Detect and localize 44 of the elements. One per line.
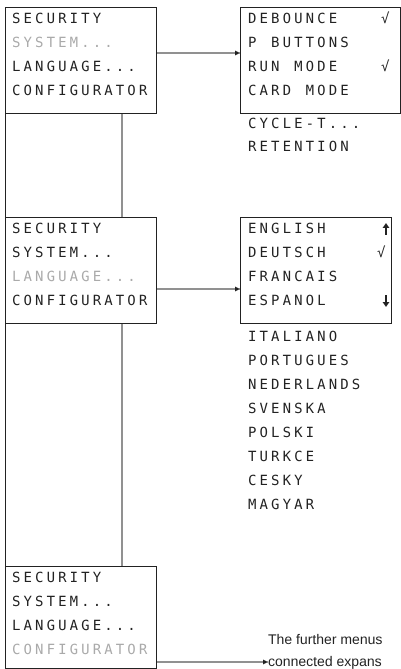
menu-item: LANGUAGE... [12,270,139,284]
check-mark: √ [381,60,393,74]
display-screen [5,7,157,114]
menu-item: CONFIGURATOR [12,643,150,657]
menu-item: SVENSKA [248,402,329,416]
menu-item: CONFIGURATOR [12,294,150,308]
menu-item: ENGLISH [248,222,329,236]
arrow [156,50,240,56]
menu-item: CYCLE-T... [248,117,364,131]
arrow [156,286,240,292]
menu-item: DEUTSCH [248,246,329,260]
menu-item: SECURITY [12,571,104,585]
check-mark: √ [377,246,389,260]
menu-item: TURKCE [248,450,318,464]
menu-item: RETENTION [248,140,352,154]
menu-item: SYSTEM... [12,246,116,260]
menu-item: SYSTEM... [12,36,116,50]
menu-item: SYSTEM... [12,595,116,609]
menu-item: NEDERLANDS [248,378,364,392]
arrow [156,660,268,664]
menu-item: LANGUAGE... [12,60,139,74]
display-screen [240,217,392,324]
menu-item: FRANCAIS [248,270,340,284]
note-text: The further menus connected expans [268,630,384,669]
menu-item: RUN MODE [248,60,340,74]
menu-item: CONFIGURATOR [12,84,150,98]
menu-item: CARD MODE [248,84,352,98]
menu-item: POLSKI [248,426,318,440]
menu-item: LANGUAGE... [12,619,139,633]
menu-item: SECURITY [12,12,104,26]
menu-item: PORTUGUES [248,354,352,368]
menu-item: SECURITY [12,222,104,236]
connector-line [5,114,6,218]
menu-item: P BUTTONS [248,36,352,50]
menu-item: CESKY [248,474,306,488]
menu-item: DEBOUNCE [248,12,340,26]
display-screen [5,217,157,324]
menu-item: MAGYAR [248,498,318,512]
display-screen [5,566,157,669]
connector-line [5,324,6,566]
check-mark: √ [381,12,393,26]
display-screen [240,7,401,114]
menu-item: ITALIANO [248,330,340,344]
menu-item: ESPANOL [248,294,329,308]
